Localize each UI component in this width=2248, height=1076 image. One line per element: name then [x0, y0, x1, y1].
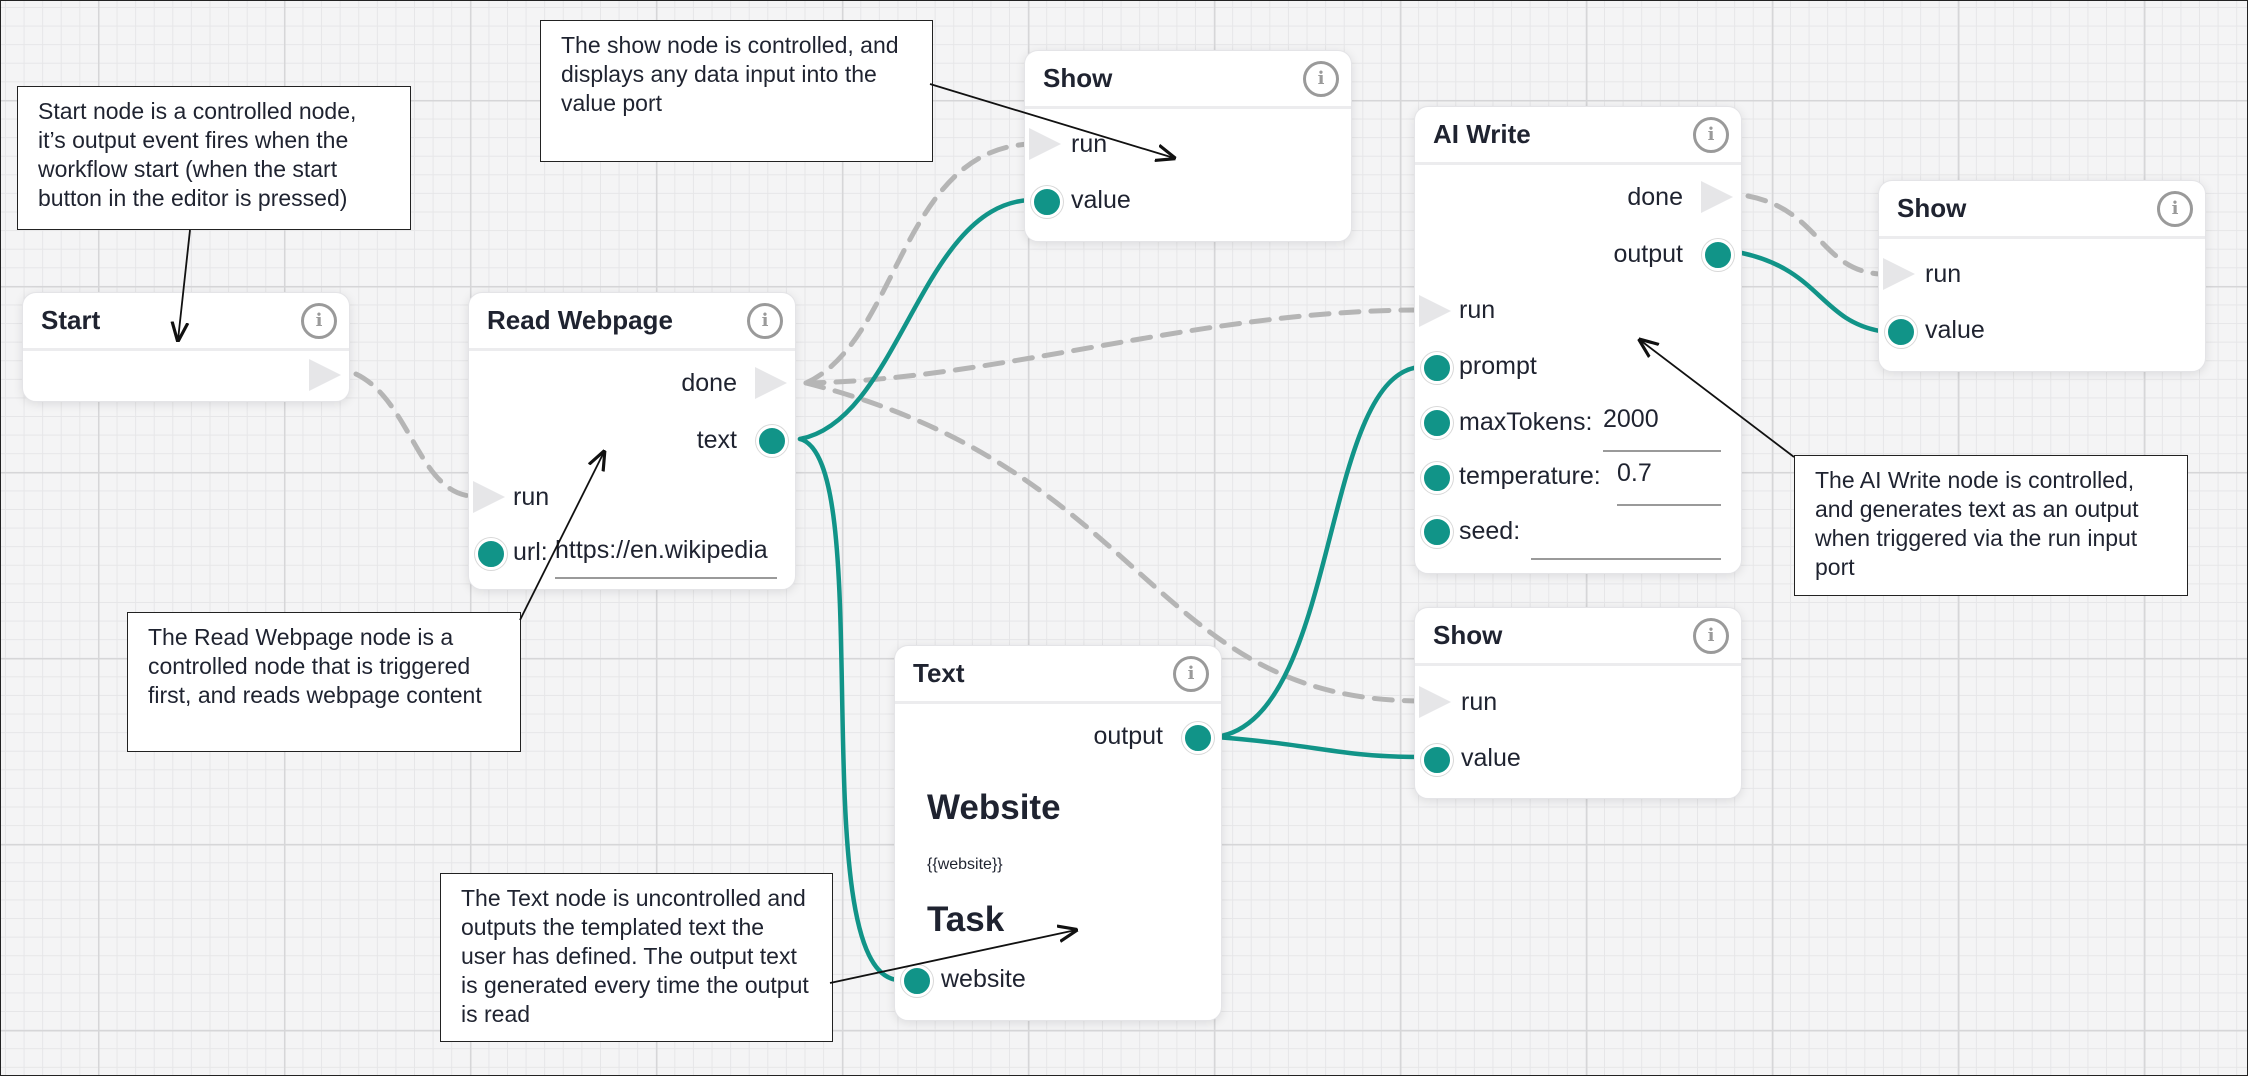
show1-node-title: Show [1043, 63, 1113, 93]
show3-node-header[interactable]: Show i [1415, 608, 1741, 666]
aiwrite-maxtokens-field[interactable]: 2000 [1603, 405, 1659, 433]
aiwrite-prompt-data-port-icon[interactable] [1421, 352, 1453, 384]
readwebpage-run-label: run [513, 483, 550, 511]
aiwrite-temperature-underline [1617, 504, 1721, 506]
show1-node[interactable]: Show i run value [1024, 50, 1352, 242]
text-template-heading-task: Task [927, 900, 1005, 939]
show1-run-event-port-icon[interactable] [1029, 128, 1061, 160]
aiwrite-output-data-port-icon[interactable] [1702, 239, 1734, 271]
text-node[interactable]: Text i output Website {{website}} Task w… [894, 645, 1222, 1021]
show1-node-header[interactable]: Show i [1025, 51, 1351, 109]
info-icon[interactable]: i [1303, 61, 1339, 97]
text-output-label: output [1093, 722, 1163, 750]
readwebpage-text-label: text [696, 426, 737, 454]
show3-node[interactable]: Show i run value [1414, 607, 1742, 799]
wire-aiwrite-done-to-show2-run[interactable] [1745, 193, 1883, 277]
show2-node-header[interactable]: Show i [1879, 181, 2205, 239]
start-output-event-port-icon[interactable] [309, 359, 341, 391]
aiwrite-seed-label: seed: [1459, 517, 1521, 545]
start-node-header[interactable]: Start i [23, 293, 349, 351]
show3-value-data-port-icon[interactable] [1421, 744, 1453, 776]
aiwrite-seed-data-port-icon[interactable] [1421, 516, 1453, 548]
readwebpage-url-field[interactable]: https://en.wikipedia [555, 536, 768, 564]
start-node-title: Start [41, 305, 101, 335]
show2-value-label: value [1925, 316, 1985, 344]
callout-show-node: The show node is controlled, and display… [540, 20, 933, 162]
readwebpage-url-data-port-icon[interactable] [475, 538, 507, 570]
info-icon[interactable]: i [1693, 117, 1729, 153]
wire-readwebpage-done-to-show1-run[interactable] [803, 141, 1033, 386]
callout-readwebpage-node: The Read Webpage node is a controlled no… [127, 612, 521, 752]
wire-text-output-to-aiwrite-prompt[interactable] [1213, 364, 1423, 740]
show3-run-label: run [1461, 688, 1498, 716]
info-icon[interactable]: i [1693, 618, 1729, 654]
aiwrite-maxtokens-label: maxTokens: [1459, 408, 1593, 436]
text-output-data-port-icon[interactable] [1182, 722, 1214, 754]
aiwrite-done-event-port-icon[interactable] [1701, 181, 1733, 213]
readwebpage-url-underline [555, 577, 777, 579]
wire-start-to-readwebpage-run[interactable] [353, 371, 473, 499]
wire-aiwrite-output-to-show2-value[interactable] [1739, 250, 1883, 334]
text-website-data-port-icon[interactable] [901, 965, 933, 997]
aiwrite-seed-underline [1531, 558, 1721, 560]
aiwrite-maxtokens-underline [1603, 450, 1721, 452]
readwebpage-node-title: Read Webpage [487, 305, 673, 335]
aiwrite-temperature-data-port-icon[interactable] [1421, 462, 1453, 494]
show2-node[interactable]: Show i run value [1878, 180, 2206, 372]
info-icon[interactable]: i [747, 303, 783, 339]
show1-run-label: run [1071, 130, 1108, 158]
callout-text-node: The Text node is uncontrolled and output… [440, 873, 833, 1042]
callout-aiwrite-node: The AI Write node is controlled, and gen… [1794, 455, 2188, 596]
readwebpage-node-header[interactable]: Read Webpage i [469, 293, 795, 351]
aiwrite-node[interactable]: AI Write i done output run prompt maxTok… [1414, 106, 1742, 574]
readwebpage-done-label: done [681, 369, 737, 397]
info-icon[interactable]: i [1173, 656, 1209, 692]
aiwrite-run-label: run [1459, 296, 1496, 324]
show3-node-title: Show [1433, 620, 1503, 650]
show1-value-data-port-icon[interactable] [1031, 186, 1063, 218]
text-node-title: Text [913, 658, 965, 688]
show3-value-label: value [1461, 744, 1521, 772]
text-node-header[interactable]: Text i [895, 646, 1221, 704]
show2-run-event-port-icon[interactable] [1883, 258, 1915, 290]
aiwrite-temperature-field[interactable]: 0.7 [1617, 459, 1652, 487]
show2-value-data-port-icon[interactable] [1885, 316, 1917, 348]
callout-start-node: Start node is a controlled node, it’s ou… [17, 86, 411, 230]
aiwrite-maxtokens-data-port-icon[interactable] [1421, 407, 1453, 439]
text-template-heading-website: Website [927, 788, 1061, 827]
show1-value-label: value [1071, 186, 1131, 214]
aiwrite-temperature-label: temperature: [1459, 462, 1601, 490]
aiwrite-run-event-port-icon[interactable] [1419, 295, 1451, 327]
text-template-placeholder: {{website}} [927, 856, 1003, 873]
show2-run-label: run [1925, 260, 1962, 288]
show2-node-title: Show [1897, 193, 1967, 223]
aiwrite-done-label: done [1627, 183, 1683, 211]
text-website-label: website [941, 965, 1026, 993]
info-icon[interactable]: i [301, 303, 337, 339]
readwebpage-done-event-port-icon[interactable] [755, 367, 787, 399]
info-icon[interactable]: i [2157, 191, 2193, 227]
wire-readwebpage-text-to-show1-value[interactable] [797, 197, 1033, 442]
wire-text-output-to-show3-value[interactable] [1213, 734, 1423, 760]
readwebpage-run-event-port-icon[interactable] [473, 481, 505, 513]
aiwrite-node-title: AI Write [1433, 119, 1531, 149]
show3-run-event-port-icon[interactable] [1419, 686, 1451, 718]
readwebpage-node[interactable]: Read Webpage i done text run url: https:… [468, 292, 796, 590]
aiwrite-prompt-label: prompt [1459, 352, 1537, 380]
readwebpage-url-label: url: [513, 538, 548, 566]
wire-readwebpage-done-to-aiwrite-run[interactable] [803, 307, 1423, 386]
aiwrite-output-label: output [1613, 240, 1683, 268]
aiwrite-node-header[interactable]: AI Write i [1415, 107, 1741, 165]
wire-readwebpage-done-to-show3-run[interactable] [803, 380, 1423, 704]
start-node[interactable]: Start i [22, 292, 350, 402]
readwebpage-text-data-port-icon[interactable] [756, 425, 788, 457]
